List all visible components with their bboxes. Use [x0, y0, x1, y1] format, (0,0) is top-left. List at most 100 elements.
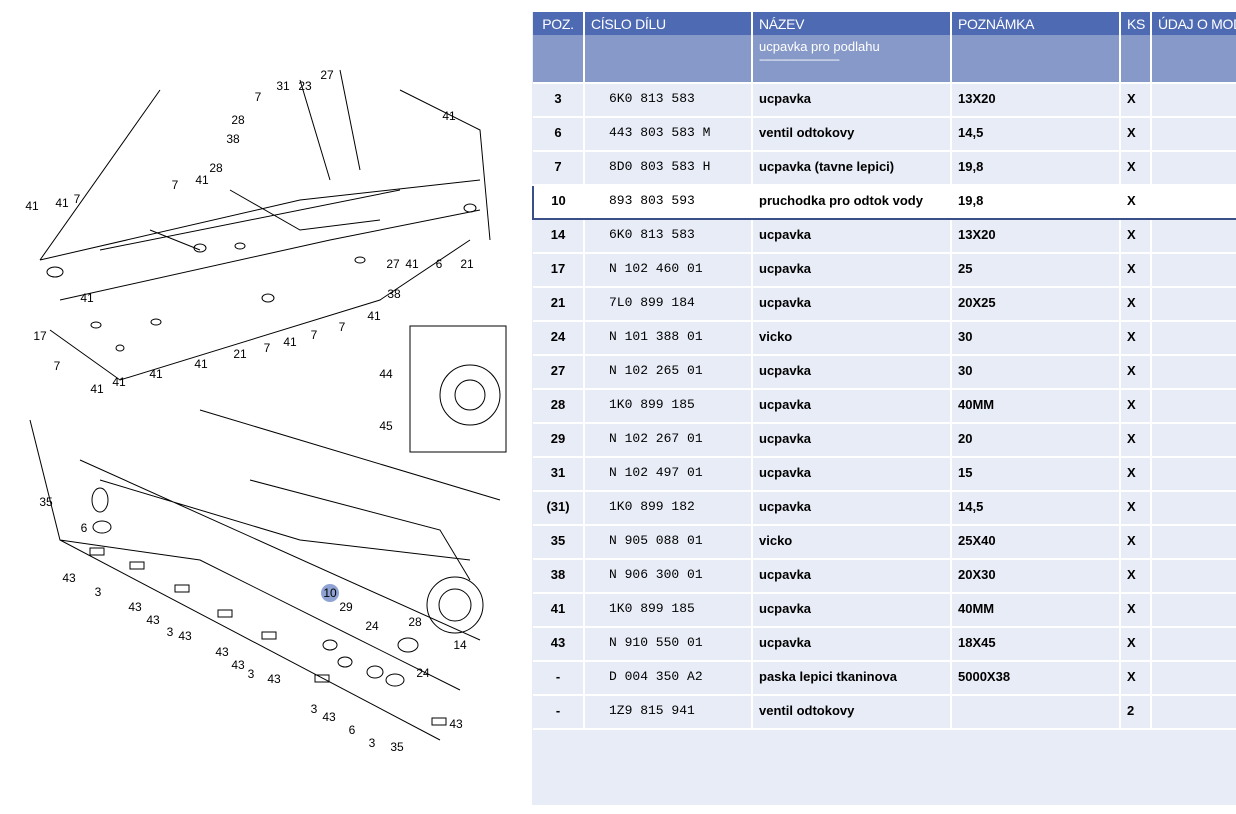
callout-24[interactable]: 24: [365, 619, 379, 633]
callout-7[interactable]: 7: [74, 192, 81, 206]
callout-24[interactable]: 24: [416, 666, 430, 680]
cell-name: pruchodka pro odtok vody: [752, 184, 952, 220]
callout-14[interactable]: 14: [453, 638, 467, 652]
callout-6[interactable]: 6: [436, 257, 443, 271]
floor-pan-drawing-top: [39, 69, 491, 381]
cell-model: [1151, 423, 1236, 458]
callout-41[interactable]: 41: [442, 109, 456, 123]
cell-ks: X: [1120, 559, 1152, 594]
callout-29[interactable]: 29: [339, 600, 353, 614]
callout-6[interactable]: 6: [81, 521, 88, 535]
callout-highlight: [321, 584, 339, 602]
callout-7[interactable]: 7: [264, 341, 271, 355]
callout-3[interactable]: 3: [248, 667, 255, 681]
callout-27[interactable]: 27: [320, 68, 334, 82]
callout-23[interactable]: 23: [298, 79, 312, 93]
group-row: ucpavka pro podlahu---------------------…: [533, 35, 1236, 84]
callout-43[interactable]: 43: [449, 717, 463, 731]
callout-45[interactable]: 45: [379, 419, 393, 433]
callout-21[interactable]: 21: [233, 347, 247, 361]
parts-table: POZ. CÍSLO DÍLU NÁZEV POZNÁMKA KS ÚDAJ O…: [532, 12, 1236, 730]
col-header-ks[interactable]: KS: [1120, 12, 1152, 35]
callout-7[interactable]: 7: [339, 320, 346, 334]
callout-43[interactable]: 43: [62, 571, 76, 585]
callout-43[interactable]: 43: [322, 710, 336, 724]
cell-name: ucpavka: [752, 491, 952, 526]
callout-3[interactable]: 3: [311, 702, 318, 716]
callout-41[interactable]: 41: [80, 291, 94, 305]
cell-note: 30: [951, 355, 1121, 390]
callout-41[interactable]: 41: [90, 382, 104, 396]
callout-38[interactable]: 38: [226, 132, 240, 146]
callout-43[interactable]: 43: [146, 613, 160, 627]
callout-28[interactable]: 28: [209, 161, 223, 175]
callout-7[interactable]: 7: [54, 359, 61, 373]
callout-28[interactable]: 28: [408, 615, 422, 629]
cell-poz: -: [533, 695, 585, 730]
callout-38[interactable]: 38: [387, 287, 401, 301]
callout-41[interactable]: 41: [367, 309, 381, 323]
callout-6[interactable]: 6: [349, 723, 356, 737]
callout-41[interactable]: 41: [194, 357, 208, 371]
callout-7[interactable]: 7: [255, 90, 262, 104]
cell-name: ucpavka: [752, 287, 952, 322]
callout-41[interactable]: 41: [195, 173, 209, 187]
callout-7[interactable]: 7: [311, 328, 318, 342]
callout-10[interactable]: 10: [323, 586, 337, 600]
callout-41[interactable]: 41: [283, 335, 297, 349]
cell-ks: X: [1120, 184, 1152, 220]
callout-35[interactable]: 35: [390, 740, 404, 754]
col-header-part-number[interactable]: CÍSLO DÍLU: [584, 12, 753, 35]
cell-note: 13X20: [951, 219, 1121, 254]
callout-7[interactable]: 7: [172, 178, 179, 192]
callout-41[interactable]: 41: [55, 196, 69, 210]
callout-27[interactable]: 27: [386, 257, 400, 271]
cell-model: [1151, 627, 1236, 662]
callout-3[interactable]: 3: [167, 625, 174, 639]
col-header-model[interactable]: ÚDAJ O MODELU: [1151, 12, 1236, 35]
callout-43[interactable]: 43: [267, 672, 281, 686]
col-header-poz[interactable]: POZ.: [533, 12, 585, 35]
cell-model: [1151, 695, 1236, 730]
callout-41[interactable]: 41: [405, 257, 419, 271]
callout-43[interactable]: 43: [178, 629, 192, 643]
callout-43[interactable]: 43: [128, 600, 142, 614]
callout-44[interactable]: 44: [379, 367, 393, 381]
callout-17[interactable]: 17: [33, 329, 47, 343]
group-name: ucpavka pro podlahu: [759, 39, 880, 54]
cell-part-number: N 101 388 01: [584, 321, 753, 356]
callout-35[interactable]: 35: [39, 495, 53, 509]
callout-41[interactable]: 41: [25, 199, 39, 213]
callout-43[interactable]: 43: [215, 645, 229, 659]
callout-31[interactable]: 31: [276, 79, 290, 93]
callout-3[interactable]: 3: [95, 585, 102, 599]
col-header-note[interactable]: POZNÁMKA: [951, 12, 1121, 35]
callout-43[interactable]: 43: [231, 658, 245, 672]
callout-41[interactable]: 41: [149, 367, 163, 381]
callout-41[interactable]: 41: [112, 375, 126, 389]
callout-28[interactable]: 28: [231, 113, 245, 127]
col-header-name[interactable]: NÁZEV: [752, 12, 952, 35]
cell-model: [1151, 525, 1236, 560]
callout-21[interactable]: 21: [460, 257, 474, 271]
callout-3[interactable]: 3: [369, 736, 376, 750]
